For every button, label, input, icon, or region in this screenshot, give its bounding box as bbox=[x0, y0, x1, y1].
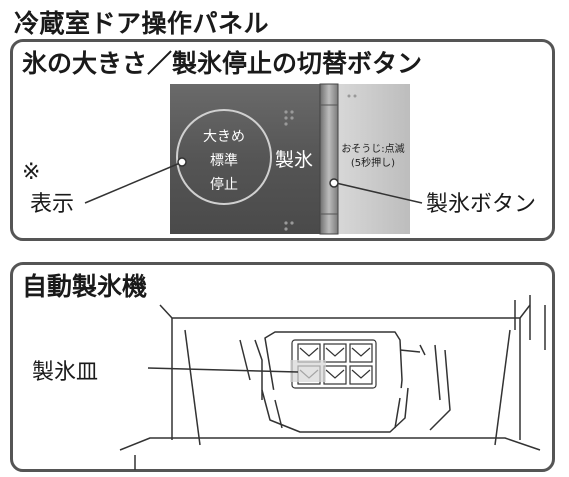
ice-button-panel-heading: 氷の大きさ／製氷停止の切替ボタン bbox=[22, 49, 423, 78]
size-indicator-circle bbox=[176, 109, 272, 205]
indicator-label-standard: 標準 bbox=[210, 153, 238, 169]
ice-maker-heading: 自動製氷機 bbox=[22, 272, 148, 301]
tray-leader-line bbox=[147, 367, 299, 373]
cleaning-label-line1: おそうじ:点滅 bbox=[341, 143, 404, 155]
display-callout: 表示 bbox=[30, 192, 75, 217]
braille-dots-top bbox=[284, 110, 294, 126]
display-leader-line bbox=[84, 162, 181, 204]
page-title: 冷蔵室ドア操作パネル bbox=[14, 9, 270, 38]
ice-button bbox=[319, 83, 339, 235]
control-panel-body bbox=[170, 84, 322, 234]
ice-button-leader-line bbox=[335, 182, 423, 204]
ice-making-label: 製氷 bbox=[275, 149, 313, 171]
indicator-label-large: 大きめ bbox=[203, 129, 245, 145]
cleaning-label-line2: (5秒押し) bbox=[351, 156, 395, 169]
note-mark: ※ bbox=[22, 160, 41, 185]
tray-callout: 製氷皿 bbox=[32, 360, 99, 385]
ice-button-callout: 製氷ボタン bbox=[426, 192, 537, 217]
braille-dots-right-top bbox=[347, 94, 357, 98]
braille-dots-bottom bbox=[284, 221, 294, 231]
indicator-label-stop: 停止 bbox=[210, 176, 238, 193]
control-panel-right-section bbox=[336, 84, 410, 234]
